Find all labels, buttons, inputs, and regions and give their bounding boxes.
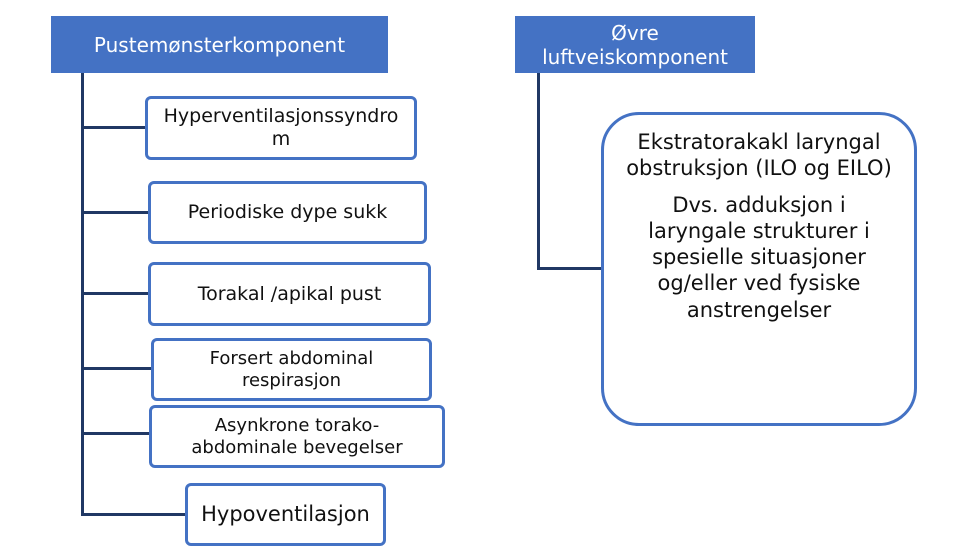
list-item-label: Hyperventilasjonssyndro m <box>163 105 399 150</box>
connector-line <box>81 292 148 295</box>
list-item-label: Forsert abdominal respirasjon <box>209 347 374 391</box>
list-item: Asynkrone torako-abdominale bevegelser <box>149 405 445 468</box>
connector-line <box>81 513 185 516</box>
right-trunk-line <box>537 73 540 270</box>
right-header: Øvre luftveiskomponent <box>515 16 755 73</box>
left-header-label: Pustemønsterkomponent <box>93 32 346 57</box>
list-item-label: Torakal /apikal pust <box>197 282 382 305</box>
list-item: Hypoventilasjon <box>185 483 386 546</box>
list-item-label: Asynkrone torako-abdominale bevegelser <box>191 414 403 458</box>
connector-line <box>81 432 149 435</box>
list-item-label: Hypoventilasjon <box>201 501 370 526</box>
description-box: Ekstratorakakl laryngal obstruksjon (ILO… <box>601 112 917 426</box>
connector-line <box>537 267 601 270</box>
description-title: Ekstratorakakl laryngal obstruksjon (ILO… <box>626 130 892 181</box>
list-item: Torakal /apikal pust <box>148 262 431 326</box>
connector-line <box>81 211 148 214</box>
list-item: Periodiske dype sukk <box>148 181 427 244</box>
left-header: Pustemønsterkomponent <box>51 16 388 73</box>
list-item-label: Periodiske dype sukk <box>187 201 388 224</box>
description-text: Dvs. adduksjon i laryngale strukturer i … <box>648 192 870 322</box>
list-item: Hyperventilasjonssyndro m <box>145 96 417 160</box>
connector-line <box>81 126 145 129</box>
connector-line <box>81 367 151 370</box>
right-header-label: Øvre luftveiskomponent <box>542 20 728 69</box>
list-item: Forsert abdominal respirasjon <box>151 338 432 401</box>
